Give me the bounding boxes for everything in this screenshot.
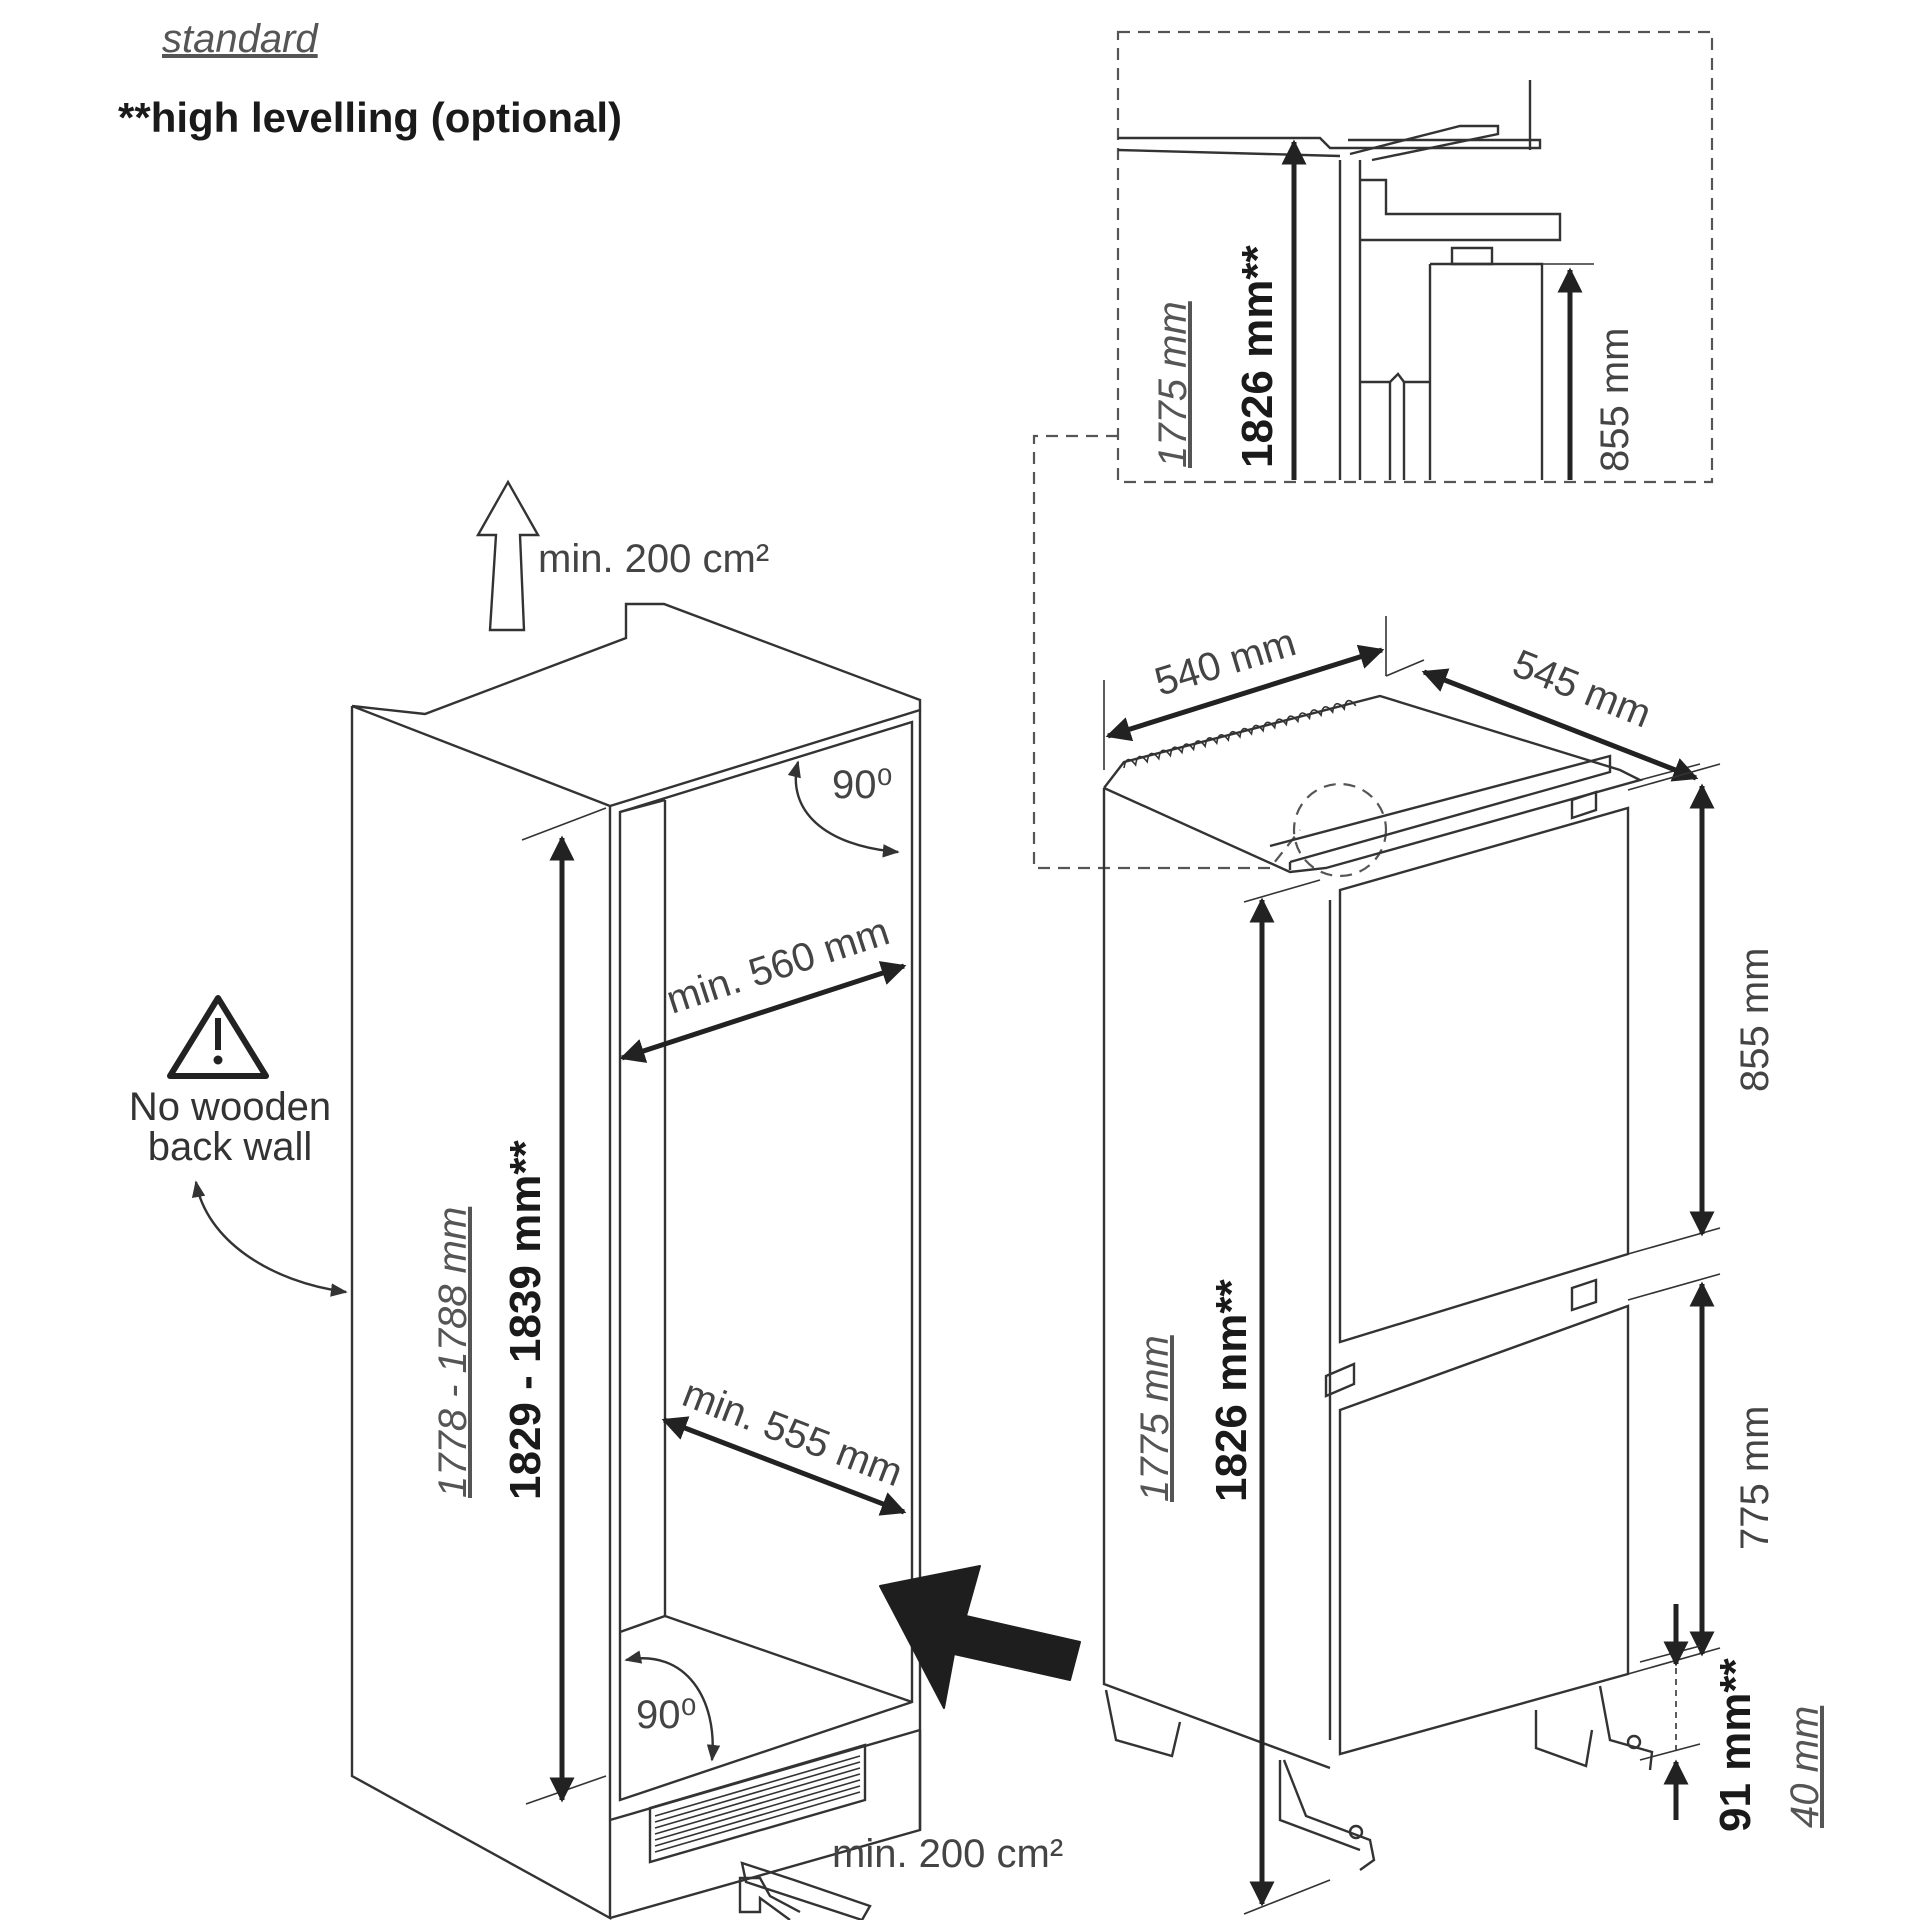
angle-top-label: 90⁰: [832, 763, 893, 807]
angle-bottom-arc: [624, 1650, 721, 1762]
cabinet-drawing: [350, 602, 922, 1920]
detail-height-standard: 1775 mm: [1151, 301, 1195, 468]
warning-icon: [167, 995, 269, 1079]
depth-arrow: [1421, 668, 1699, 782]
width-dim-arrow: [619, 961, 907, 1063]
insert-arrow: [879, 1565, 1081, 1709]
warning-line2: back wall: [148, 1125, 313, 1169]
vent-bottom-label: min. 200 cm²: [832, 1832, 1063, 1876]
freezer-door-label: 775 mm: [1733, 1406, 1777, 1551]
detail-fridge-height: 855 mm: [1593, 328, 1637, 473]
width-arrow: [1105, 644, 1385, 742]
appliance-drawing: [1102, 694, 1654, 1871]
vent-bottom-arrow: [738, 1876, 801, 1920]
foot-high-label: 91 mm**: [1711, 1657, 1760, 1832]
width-label: 540 mm: [1150, 620, 1301, 704]
detail-hinge: [1117, 80, 1562, 480]
legend-standard: standard: [162, 17, 319, 61]
angle-bottom-label: 90⁰: [636, 1693, 697, 1737]
vent-top-label: min. 200 cm²: [538, 537, 769, 581]
vent-top-arrow: [475, 479, 541, 632]
angle-top-arc: [787, 760, 900, 858]
depth-dim-label: min. 555 mm: [677, 1371, 909, 1495]
fridge-door-label: 855 mm: [1733, 948, 1777, 1093]
cabinet-height-standard: 1778 - 1788 mm: [431, 1207, 475, 1498]
foot-standard-label: 40 mm: [1783, 1706, 1827, 1828]
detail-box: [1116, 30, 1714, 484]
depth-label: 545 mm: [1507, 642, 1657, 737]
appliance-height-standard: 1775 mm: [1133, 1335, 1177, 1502]
appliance-height-high: 1826 mm**: [1207, 1279, 1256, 1502]
cabinet-height-high: 1829 - 1839 mm**: [501, 1140, 550, 1500]
depth-dim-arrow: [661, 1416, 907, 1516]
detail-height-high: 1826 mm**: [1233, 245, 1282, 468]
warning-line1: No wooden: [129, 1085, 331, 1129]
warning-arrow: [191, 1180, 348, 1297]
legend-high-levelling: **high levelling (optional): [118, 94, 622, 141]
detail-leader: [1032, 434, 1301, 870]
